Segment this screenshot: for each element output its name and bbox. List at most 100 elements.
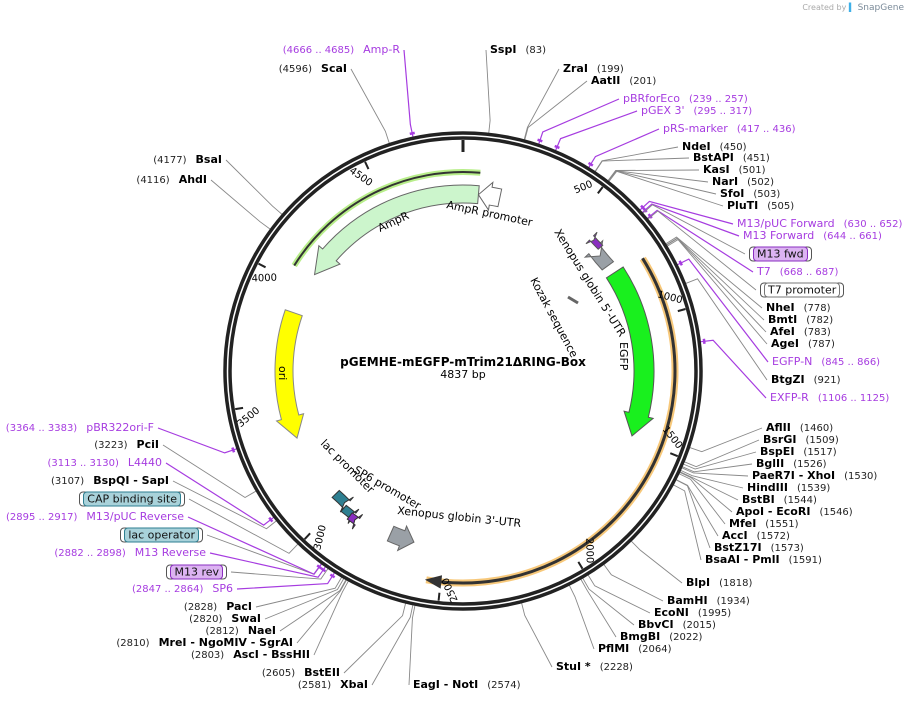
enzyme-site-zrai[interactable]: ZraI(199)	[563, 62, 624, 76]
enzyme-site-hindiii[interactable]: HindIII(1539)	[747, 481, 830, 495]
enzyme-site-bglii[interactable]: BglII(1526)	[756, 457, 826, 471]
primer-l4440[interactable]: (3113 .. 3130)L4440	[47, 456, 162, 470]
label-name: AfeI	[770, 325, 795, 338]
enzyme-site-nhei[interactable]: NheI(778)	[766, 301, 830, 315]
primer-egfp-n[interactable]: EGFP-N(845 .. 866)	[772, 355, 880, 369]
enzyme-site-bstapi[interactable]: BstAPI(451)	[693, 151, 770, 165]
leader-line	[666, 239, 768, 345]
label-name: AhdI	[178, 173, 207, 186]
enzyme-site-bsteii[interactable]: (2605)BstEII	[262, 666, 340, 680]
feature-lac-operator[interactable]: lac operator	[120, 527, 203, 543]
enzyme-site-eagi[interactable]: EagI - NotI(2574)	[413, 678, 521, 692]
feature-label-egfp: EGFP	[617, 342, 630, 371]
enzyme-site-kasi[interactable]: KasI(501)	[703, 163, 765, 177]
primer-t7[interactable]: T7(668 .. 687)	[757, 265, 838, 279]
primer-m13-puc-reverse[interactable]: (2895 .. 2917)M13/pUC Reverse	[6, 510, 184, 524]
enzyme-site-btgzi[interactable]: BtgZI(921)	[771, 373, 840, 387]
enzyme-site-paci[interactable]: (2828)PacI	[184, 600, 252, 614]
enzyme-site-bmgbi[interactable]: BmgBI(2022)	[620, 630, 702, 644]
primer-pbrforeco[interactable]: pBRforEco(239 .. 257)	[623, 92, 748, 106]
primer-pgex-3-[interactable]: pGEX 3'(295 .. 317)	[641, 104, 752, 118]
enzyme-site-apoi[interactable]: ApoI - EcoRI(1546)	[736, 505, 853, 519]
leader-line	[685, 278, 768, 381]
label-position: (630 .. 652)	[843, 219, 903, 230]
enzyme-site-paer7i[interactable]: PaeR7I - XhoI(1530)	[752, 469, 877, 483]
primer-binding-mark	[702, 338, 706, 344]
enzyme-site-blpi[interactable]: BlpI(1818)	[686, 576, 752, 590]
enzyme-site-bstz17i[interactable]: BstZ17I(1573)	[714, 541, 804, 555]
enzyme-site-mrei[interactable]: (2810)MreI - NgoMIV - SgrAI	[116, 636, 293, 650]
label-name: ZraI	[563, 62, 588, 75]
label-position: (1818)	[719, 578, 753, 589]
enzyme-site-scai[interactable]: (4596)ScaI	[279, 62, 347, 76]
feature-m13-rev[interactable]: M13 rev	[166, 564, 227, 580]
enzyme-site-aatii[interactable]: AatII(201)	[591, 74, 656, 88]
label-name-2: - XhoI	[794, 469, 836, 482]
enzyme-site-bsai[interactable]: (4177)BsaI	[153, 153, 222, 167]
enzyme-site-xbai[interactable]: (2581)XbaI	[298, 678, 368, 692]
primer-binding-mark	[587, 161, 594, 167]
leader-line	[700, 339, 767, 399]
feature-box-label: lac operator	[124, 527, 199, 543]
enzyme-site-mfei[interactable]: MfeI(1551)	[729, 517, 799, 531]
enzyme-site-bspqi[interactable]: (3107)BspQI - SapI	[51, 474, 169, 488]
primer-m13-reverse[interactable]: (2882 .. 2898)M13 Reverse	[54, 546, 206, 560]
enzyme-site-agei[interactable]: AgeI(787)	[771, 337, 835, 351]
enzyme-site-pflmi[interactable]: PflMI(2064)	[598, 642, 672, 656]
lac-operator-mark	[340, 504, 360, 524]
enzyme-site-sfoi[interactable]: SfoI(503)	[720, 187, 780, 201]
enzyme-site-ahdi[interactable]: (4116) AhdI	[136, 173, 207, 187]
enzyme-site-stui-[interactable]: StuI *(2228)	[556, 660, 633, 674]
leader-line	[678, 473, 726, 525]
label-position: (1530)	[844, 471, 878, 482]
label-position: (2812)	[205, 626, 239, 637]
outer-strand	[223, 131, 703, 611]
enzyme-site-afei[interactable]: AfeI(783)	[770, 325, 831, 339]
enzyme-site-bsaai[interactable]: BsaAI - PmlI(1591)	[705, 553, 822, 567]
feature-t7-promoter[interactable]: T7 promoter	[760, 282, 845, 298]
label-position: (2803)	[190, 650, 225, 661]
label-name: SwaI	[231, 612, 261, 625]
enzyme-site-bmti[interactable]: BmtI (782)	[768, 313, 833, 327]
label-position: (782)	[806, 315, 834, 326]
enzyme-site-aflii[interactable]: AflII(1460)	[766, 421, 833, 435]
leader-line	[689, 427, 763, 453]
primer-amp-r[interactable]: (4666 .. 4685)Amp-R	[283, 43, 400, 57]
leader-line	[408, 605, 416, 686]
feature-m13-fwd[interactable]: M13 fwd	[749, 246, 812, 262]
tick-label: 4000	[251, 273, 277, 285]
primer-sp6[interactable]: (2847 .. 2864)SP6	[132, 582, 233, 596]
enzyme-site-acci[interactable]: AccI(1572)	[722, 529, 790, 543]
enzyme-site-asci[interactable]: (2803)AscI - BssHII	[191, 648, 310, 662]
ori-arrow	[274, 309, 305, 439]
enzyme-site-econi[interactable]: EcoNI(1995)	[654, 606, 731, 620]
primer-m13-forward[interactable]: M13 Forward(644 .. 661)	[743, 229, 882, 243]
label-position: (1544)	[783, 495, 817, 506]
enzyme-site-nari[interactable]: NarI(502)	[712, 175, 774, 189]
enzyme-site-ndei[interactable]: NdeI(450)	[682, 140, 747, 154]
label-position: (4116)	[136, 175, 170, 186]
enzyme-site-swai[interactable]: (2820)SwaI	[189, 612, 261, 626]
enzyme-site-bamhi[interactable]: BamHI(1934)	[667, 594, 750, 608]
enzyme-site-sspi[interactable]: SspI(83)	[490, 43, 546, 57]
primer-exfp-r[interactable]: EXFP-R(1106 .. 1125)	[770, 391, 889, 405]
enzyme-site-bsrgi[interactable]: BsrGI(1509)	[763, 433, 839, 447]
enzyme-site-bbvci[interactable]: BbvCI(2015)	[638, 618, 716, 632]
enzyme-site-naei[interactable]: (2812)NaeI	[206, 624, 276, 638]
feature-cap-binding-site[interactable]: CAP binding site	[79, 491, 185, 507]
label-name: PciI	[136, 438, 159, 451]
primer-m13-puc-forward[interactable]: M13/pUC Forward(630 .. 652)	[737, 217, 902, 231]
leader-line	[188, 498, 299, 554]
primer-pbr322ori-f[interactable]: (3364 .. 3383)pBR322ori-F	[6, 421, 154, 435]
label-name: MreI	[158, 636, 187, 649]
label-name: AccI	[722, 529, 748, 542]
enzyme-site-pcii[interactable]: (3223)PciI	[94, 438, 159, 452]
enzyme-site-bspei[interactable]: BspEI(1517)	[760, 445, 837, 459]
label-name: BmgBI	[620, 630, 661, 643]
enzyme-site-pluti[interactable]: PluTI(505)	[727, 199, 794, 213]
primer-prs-marker[interactable]: pRS-marker(417 .. 436)	[663, 122, 796, 136]
feature-label-lac-promoter: lac promoter	[318, 437, 377, 496]
enzyme-site-bstbi[interactable]: BstBI(1544)	[742, 493, 817, 507]
label-name: BamHI	[667, 594, 708, 607]
label-name: BmtI	[768, 313, 798, 326]
